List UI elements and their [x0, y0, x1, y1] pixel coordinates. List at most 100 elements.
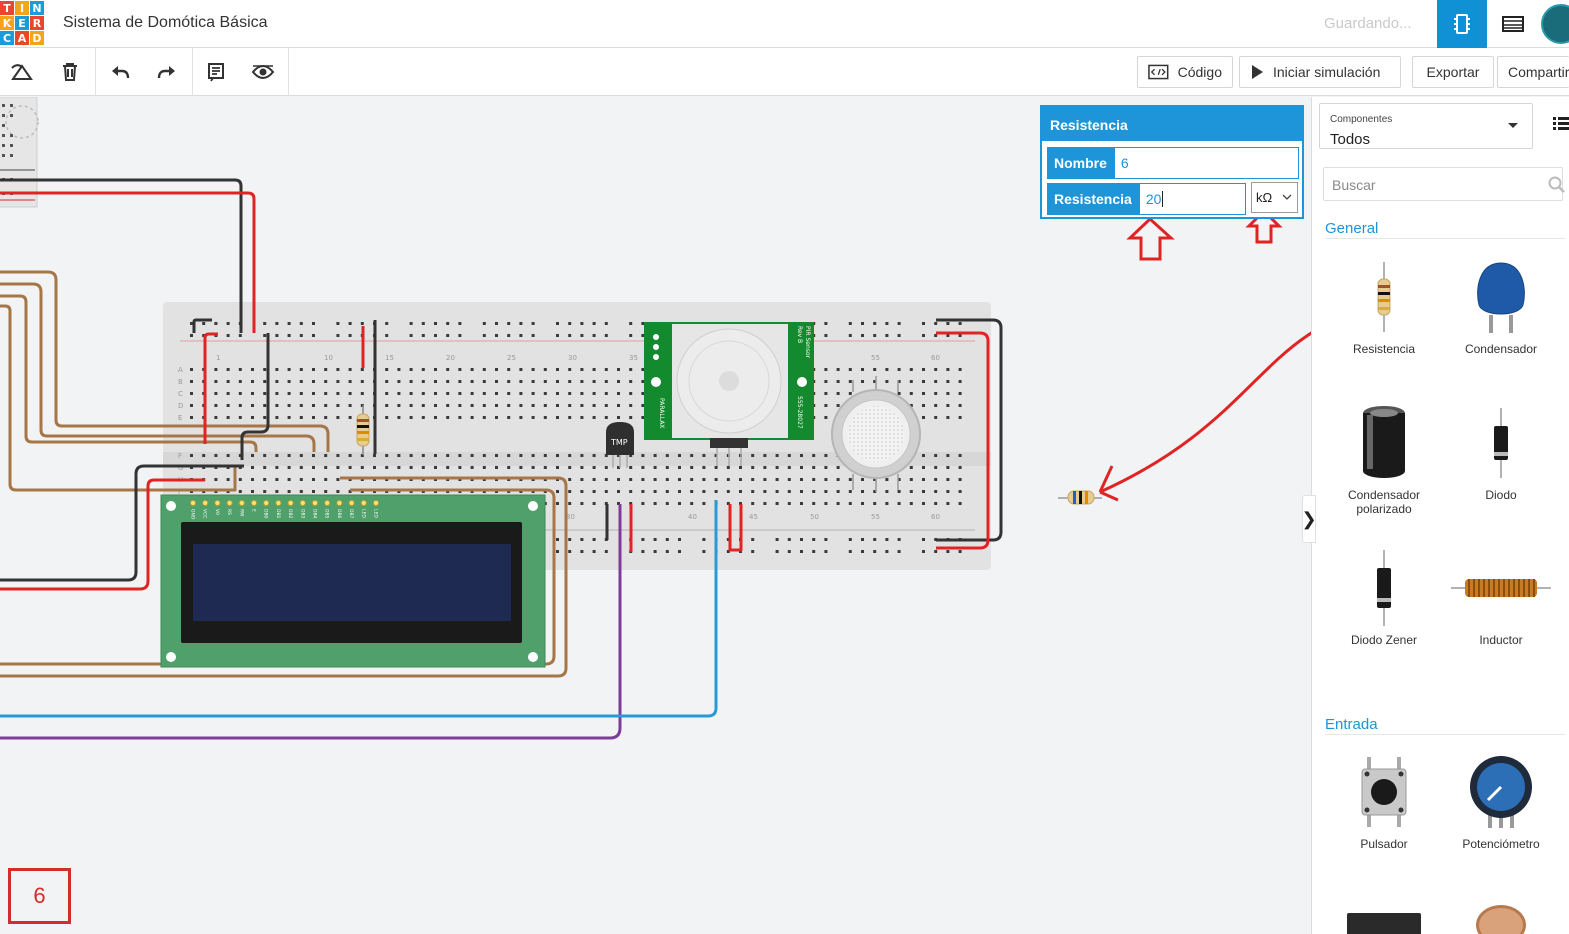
lcd-pin[interactable]	[275, 499, 282, 507]
component-potentiometer[interactable]: Potenciómetro	[1446, 752, 1556, 851]
breadboard-hole	[214, 392, 218, 395]
breadboard-hole	[543, 392, 547, 395]
logo-letter: A	[15, 31, 29, 45]
breadboard-hole	[665, 550, 669, 553]
rotate-button[interactable]	[5, 56, 39, 88]
breadboard-hole	[885, 322, 889, 325]
chevron-right-icon: ❯	[1301, 508, 1317, 529]
section-input-title[interactable]: Entrada	[1325, 716, 1378, 733]
breadboard-hole	[543, 466, 547, 469]
resistance-input[interactable]: 20	[1138, 183, 1246, 215]
breadboard-hole	[482, 454, 486, 457]
diode-icon	[1494, 408, 1508, 478]
breadboard-hole	[958, 380, 962, 383]
breadboard-hole	[800, 454, 803, 457]
component-resistor[interactable]: Resistencia	[1329, 257, 1439, 356]
breadboard-hole	[824, 466, 828, 469]
component-polarized-capacitor[interactable]: Condensador polarizado	[1329, 403, 1439, 516]
breadboard-hole	[190, 416, 193, 419]
lcd-pin[interactable]	[348, 499, 355, 507]
breadboard-hole	[580, 538, 584, 541]
breadboard-hole	[287, 416, 291, 419]
lcd-pin[interactable]	[360, 499, 367, 507]
component-diode[interactable]: Diodo	[1446, 403, 1556, 502]
lcd-pin[interactable]	[299, 499, 306, 507]
breadboard-hole	[824, 490, 828, 493]
component-partial[interactable]	[1476, 905, 1526, 934]
visibility-button[interactable]	[246, 56, 280, 88]
resistor-properties-panel: Resistencia Nombre 6 Resistencia 20 kΩ	[1040, 105, 1304, 219]
breadboard-hole	[873, 368, 877, 371]
breadboard-hole	[653, 454, 657, 457]
temperature-sensor[interactable]: TMP	[606, 422, 634, 468]
wire-purple	[0, 504, 622, 740]
breadboard-hole	[617, 404, 620, 407]
mini-breadboard[interactable]	[0, 97, 39, 208]
lcd-pin[interactable]	[287, 499, 294, 507]
list-view-icon[interactable]	[1552, 115, 1569, 131]
export-button[interactable]: Exportar	[1412, 56, 1494, 88]
circuit-canvas[interactable]: 1 10 15 20 25 30 35 55 60 30 40 45 50 55…	[0, 97, 1311, 934]
resistor-icon	[1377, 262, 1391, 332]
breadboard-hole	[824, 392, 828, 395]
delete-button[interactable]	[53, 56, 87, 88]
breadboard-hole	[446, 368, 450, 371]
circuit-view-button[interactable]	[1437, 0, 1487, 48]
step-number-annotation: 6	[8, 868, 71, 924]
tinkercad-logo[interactable]: T I N K E R C A D	[0, 1, 44, 45]
share-button[interactable]: Compartir	[1497, 56, 1569, 88]
pir-sensor[interactable]: PARALLAX PIR Sensor Rev B 555-28027	[644, 322, 814, 466]
breadboard-hole	[421, 380, 425, 383]
breadboard-hole	[336, 392, 340, 395]
resistor-on-board[interactable]	[356, 405, 370, 455]
name-input[interactable]: 6	[1113, 147, 1299, 179]
lcd-pin[interactable]	[336, 499, 343, 507]
breadboard-hole	[190, 334, 193, 337]
component-pushbutton[interactable]: Pulsador	[1329, 752, 1439, 851]
lcd-pin[interactable]	[189, 499, 197, 507]
redo-button[interactable]	[150, 56, 184, 88]
category-select[interactable]: Componentes Todos	[1319, 103, 1533, 149]
collapse-sidebar-button[interactable]: ❯	[1301, 495, 1317, 543]
breadboard-hole	[580, 322, 584, 325]
breadboard-hole	[251, 466, 254, 469]
lcd-pin[interactable]	[311, 499, 319, 507]
notes-button[interactable]	[199, 56, 233, 88]
breadboard-hole	[897, 550, 901, 553]
undo-button[interactable]	[103, 56, 137, 88]
component-capacitor[interactable]: Condensador	[1446, 257, 1556, 356]
component-partial[interactable]	[1347, 913, 1421, 934]
dragged-resistor[interactable]	[1058, 490, 1102, 505]
section-general-title[interactable]: General	[1325, 220, 1379, 237]
breadboard-hole	[348, 334, 352, 337]
gas-sensor[interactable]	[831, 376, 921, 492]
resistance-unit-select[interactable]: kΩ	[1251, 182, 1298, 213]
breadboard-hole	[385, 334, 389, 337]
lcd-pin[interactable]	[238, 499, 245, 507]
breadboard-hole	[495, 322, 498, 325]
lcd-pin[interactable]	[226, 499, 233, 507]
user-avatar[interactable]	[1541, 4, 1569, 44]
lcd-pin[interactable]	[202, 499, 209, 507]
component-inductor[interactable]: Inductor	[1446, 548, 1556, 647]
wires[interactable]	[0, 178, 1003, 740]
breadboard-hole	[299, 490, 303, 493]
component-list-view-button[interactable]	[1488, 0, 1538, 48]
lcd-pin-label: DB7	[348, 509, 354, 519]
lcd-pin[interactable]	[214, 499, 221, 507]
breadboard-hole	[263, 334, 267, 337]
start-simulation-button[interactable]: Iniciar simulación	[1239, 56, 1401, 88]
document-title[interactable]: Sistema de Domótica Básica	[63, 14, 268, 31]
component-zener-diode[interactable]: Diodo Zener	[1329, 548, 1439, 647]
lcd-pin[interactable]	[324, 499, 331, 507]
breadboard-hole	[397, 392, 401, 395]
lcd-pin[interactable]	[263, 499, 270, 507]
code-button[interactable]: Código	[1137, 56, 1233, 88]
breadboard-hole	[958, 368, 962, 371]
search-input[interactable]: Buscar	[1323, 167, 1565, 201]
lcd-pin[interactable]	[372, 499, 380, 507]
lcd-pin[interactable]	[250, 499, 258, 507]
circuit-drawing[interactable]: 1 10 15 20 25 30 35 55 60 30 40 45 50 55…	[0, 97, 1311, 934]
breadboard-hole	[385, 416, 389, 419]
